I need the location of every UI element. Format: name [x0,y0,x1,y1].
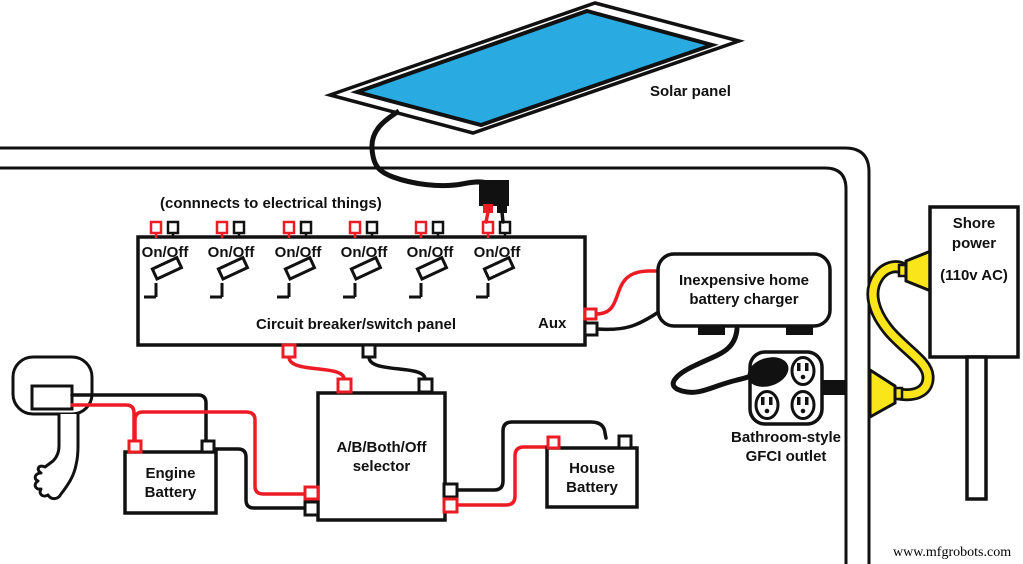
breaker-panel-label: Circuit breaker/switch panel [255,316,457,333]
battery-wires [70,269,662,510]
watermark: www.mfgrobots.com [893,545,1012,560]
house-battery-label: House Battery [566,459,618,496]
engine-battery-label: Engine Battery [144,464,197,501]
selector-label: A/B/Both/Off selector [336,438,427,475]
shore-power-post [965,355,988,501]
solar-panel-label: Solar panel [650,83,731,100]
panel-bottom-terminals [281,343,377,359]
switch-label-2: On/Off [207,244,255,261]
charger-cord [670,326,763,395]
battery-terminal-icons [127,434,633,454]
aux-label: Aux [538,315,567,332]
solar-wire [369,108,488,189]
shore-power-box [928,205,1020,359]
switch-label-1: On/Off [141,244,189,261]
switch-label-6: On/Off [473,244,521,261]
aux-terminals [583,307,599,337]
switch-label-4: On/Off [340,244,388,261]
outlet-conduit [818,380,847,395]
charger-box [656,252,832,328]
charger-label: Inexpensive home battery charger [678,272,810,308]
outlet-label: Bathroom-style GFCI outlet [730,429,842,465]
solar-connector-icon [479,180,509,224]
engine-battery-box [123,450,218,515]
charger-feet [698,325,813,335]
shore-plug-lower-icon [868,367,904,420]
power-plug-icon [747,357,789,387]
shore-plug-upper-icon [897,248,933,294]
switch-label-5: On/Off [406,244,454,261]
house-battery-box [545,446,639,509]
outboard-motor-icon [11,355,94,501]
shore-power-label: Shore power (110v AC) [940,215,1008,284]
selector-box [316,391,447,522]
switch-label-3: On/Off [274,244,322,261]
breaker-panel-box [136,235,587,347]
connects-note: (connnects to electrical things) [160,195,382,212]
solar-panel-icon [324,1,746,135]
boat-hull-outline [0,146,871,564]
selector-terminals [303,377,459,517]
shore-cable-icon [866,260,935,402]
